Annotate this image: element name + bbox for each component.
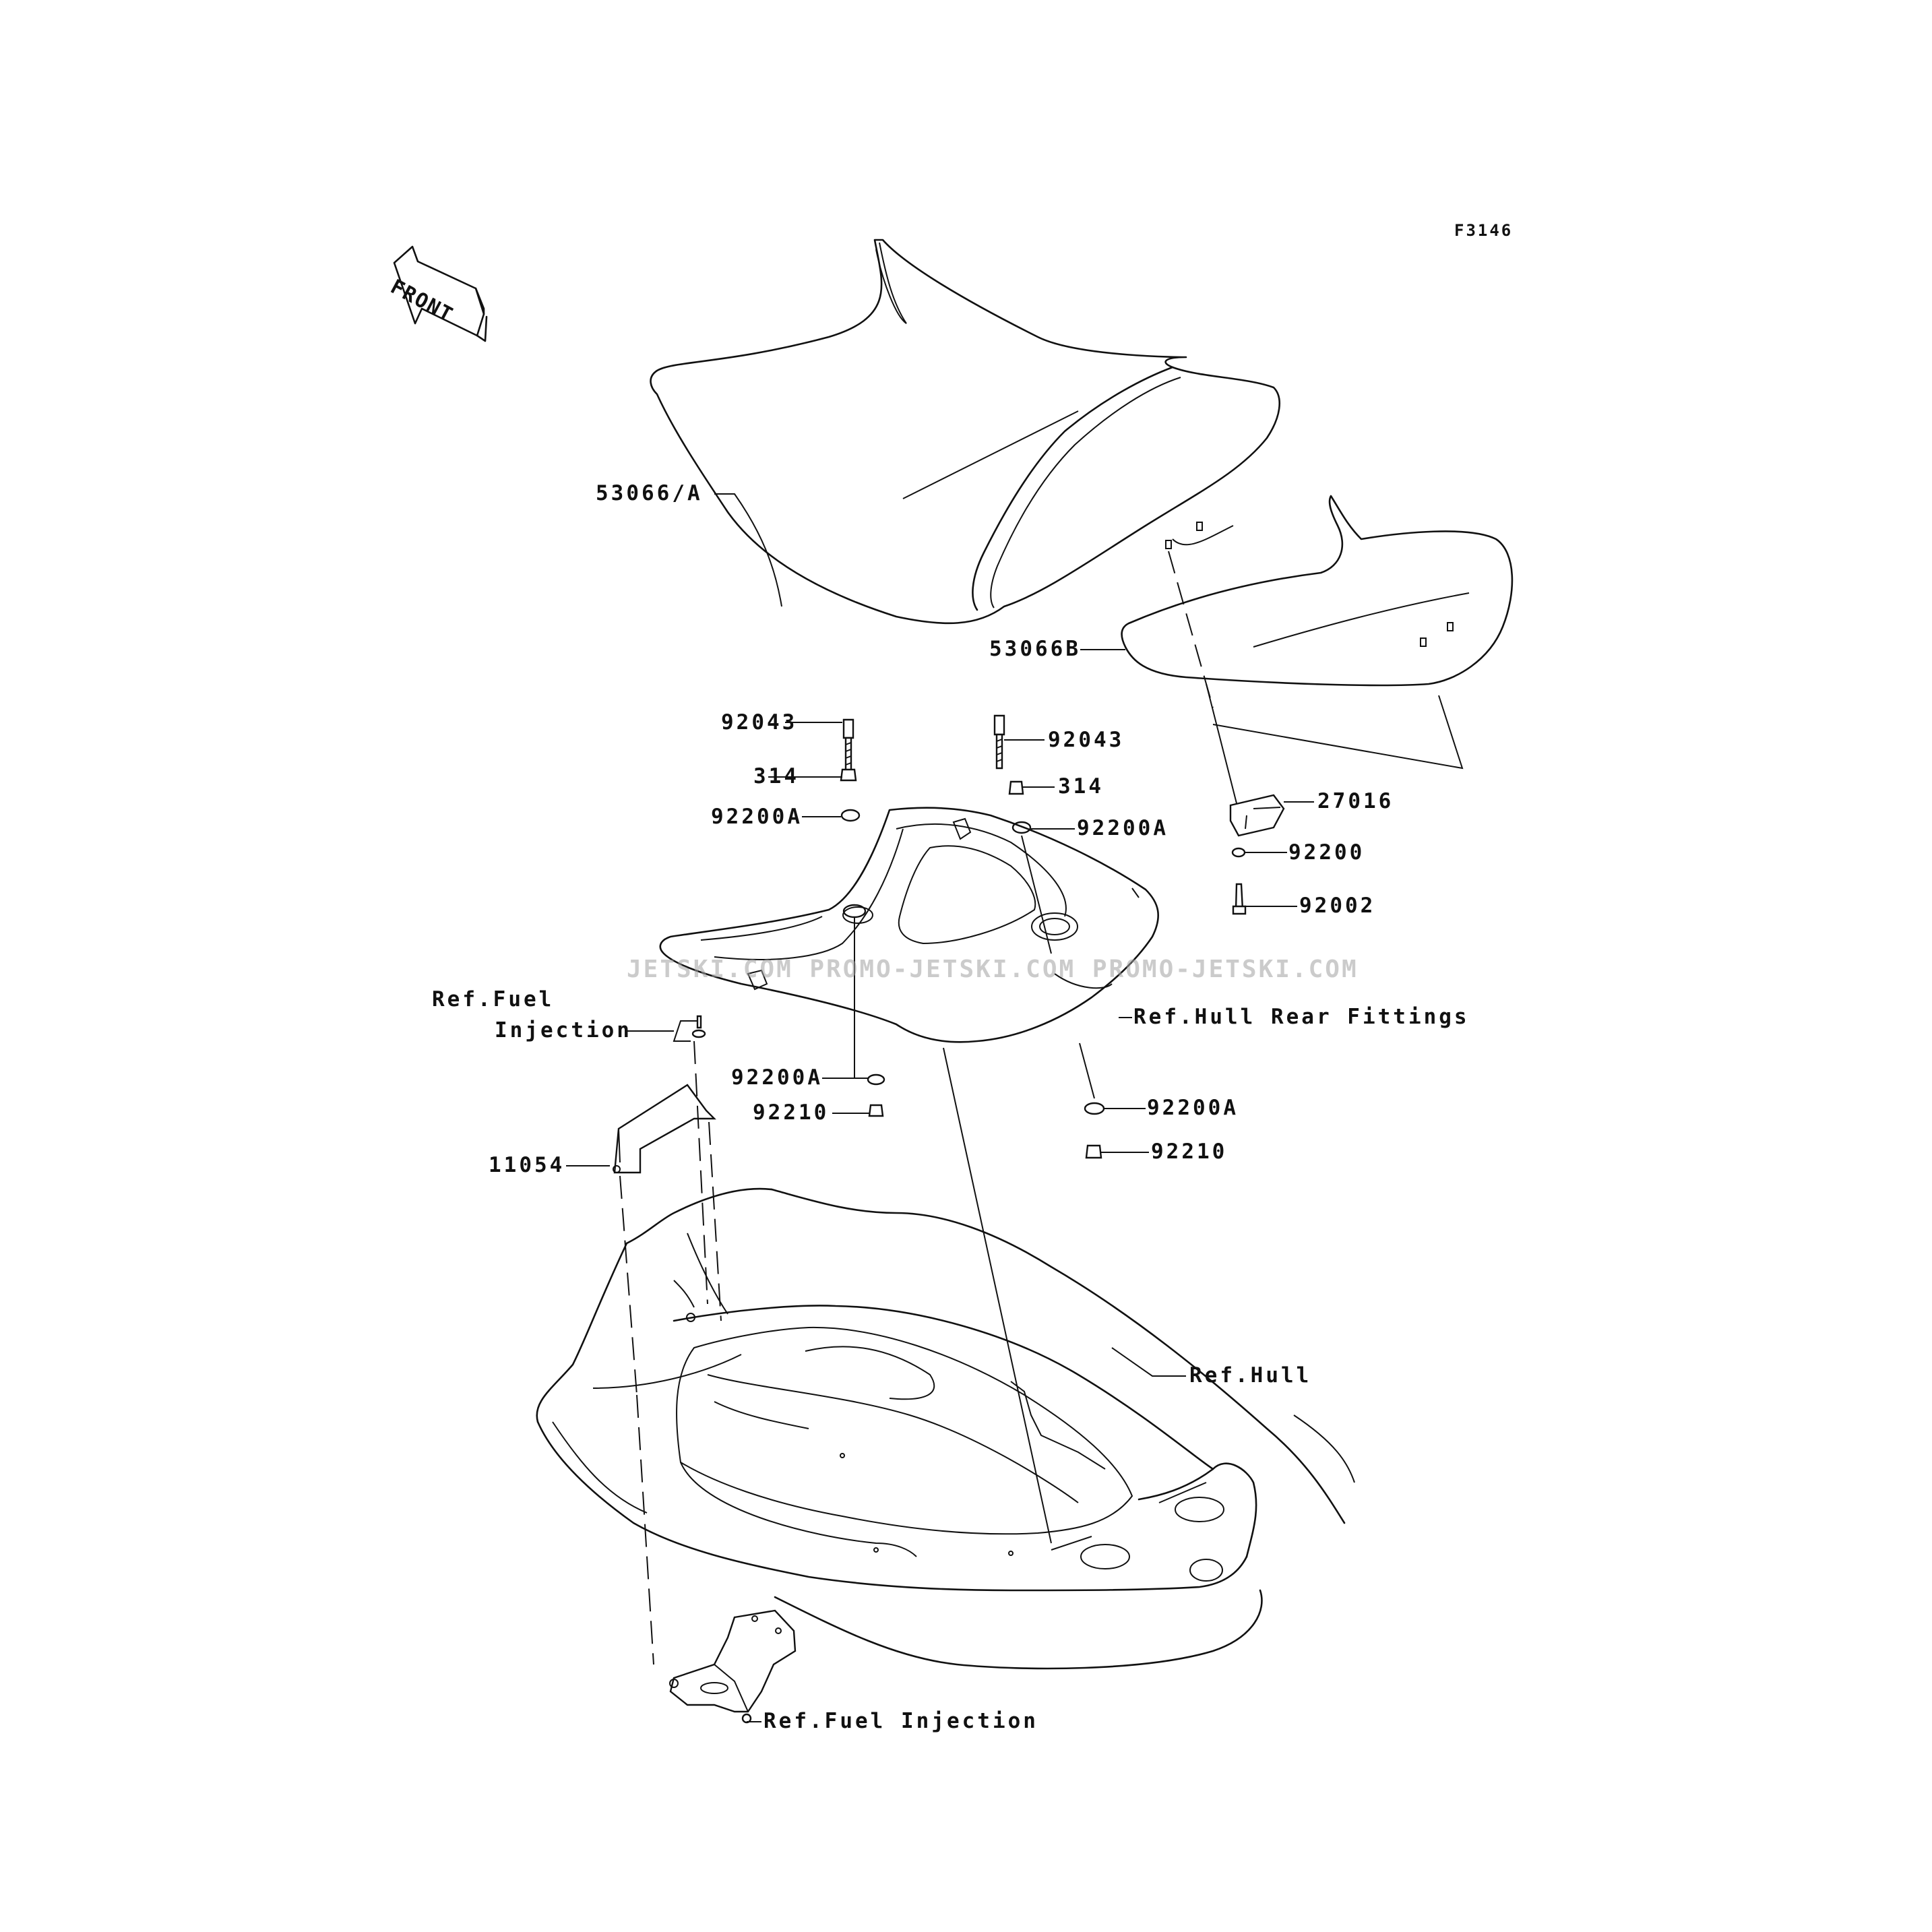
label-92002: 92002 [1299, 894, 1376, 918]
hinge-washer [1231, 847, 1246, 858]
align-line-hull-rear [943, 1047, 1052, 1544]
align-line-lower [636, 1394, 654, 1665]
label-53066a: 53066/A [596, 481, 703, 505]
label-92200a-lower-right: 92200A [1147, 1096, 1239, 1120]
align-line-bracket-right [708, 1121, 722, 1321]
label-27016: 27016 [1317, 789, 1394, 813]
hinge-triangle [1206, 683, 1464, 804]
label-ref-hull-rear-fittings: Ref.Hull Rear Fittings [1133, 1005, 1470, 1029]
leader-lines [566, 493, 1314, 1722]
label-92200a-right: 92200A [1077, 816, 1168, 840]
label-92043-right: 92043 [1048, 728, 1125, 752]
label-92200a-left: 92200A [711, 805, 803, 829]
seat-base [659, 807, 1160, 1043]
bracket-part [613, 1084, 716, 1174]
align-line-bracket-left [619, 1175, 637, 1396]
front-arrow-icon [393, 245, 488, 342]
label-ref-fuel-injection-top-2: Injection [495, 1018, 632, 1042]
rear-seat [1121, 495, 1514, 687]
align-line-seat [1168, 551, 1214, 708]
label-314-right: 314 [1058, 774, 1104, 799]
lower-fasteners [867, 1042, 1105, 1159]
label-ref-fuel-injection-bottom: Ref.Fuel Injection [764, 1709, 1038, 1733]
fuel-injection-bracket [669, 1609, 797, 1724]
label-11054: 11054 [489, 1153, 565, 1177]
figure-code: F3146 [1454, 221, 1514, 240]
watermark: JETSKI.COM PROMO-JETSKI.COM PROMO-JETSKI… [627, 956, 1359, 983]
hull [536, 1187, 1355, 1670]
label-53066b: 53066B [989, 637, 1081, 661]
label-92210-lower-left: 92210 [753, 1100, 830, 1125]
label-92200: 92200 [1288, 840, 1365, 865]
align-line-clip [693, 1040, 708, 1305]
fuel-injection-clip [673, 1015, 706, 1042]
label-92043-left: 92043 [721, 710, 798, 735]
label-92210-lower-right: 92210 [1151, 1140, 1228, 1164]
front-seat [650, 239, 1281, 625]
hinge-part [1229, 794, 1285, 915]
label-314-left: 314 [753, 764, 799, 788]
label-92200a-lower-left: 92200A [731, 1065, 823, 1090]
label-ref-fuel-injection-top-1: Ref.Fuel [432, 987, 555, 1011]
label-ref-hull: Ref.Hull [1189, 1363, 1312, 1388]
